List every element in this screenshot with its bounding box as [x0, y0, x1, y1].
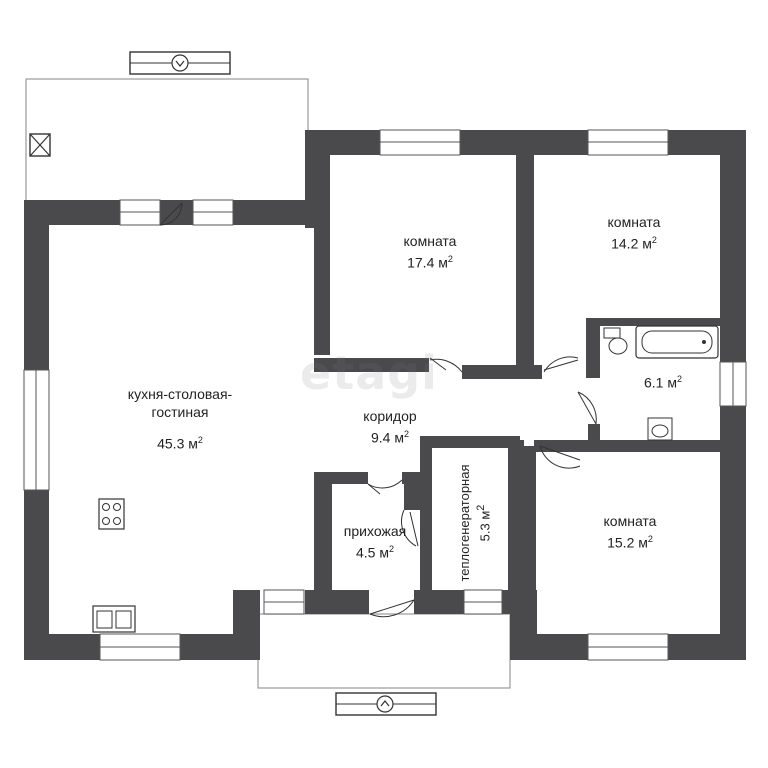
room14-area: 14.2 м2	[611, 235, 657, 252]
kitchen-area: 45.3 м2	[157, 435, 203, 452]
room15-area: 15.2 м2	[607, 534, 653, 551]
sink-icon	[92, 605, 136, 633]
corridor-name: коридор	[363, 408, 417, 424]
room17-name: комната	[403, 233, 457, 249]
room-label-hallway: прихожая 4.5 м2	[332, 522, 418, 562]
room-label-room-14: комната 14.2 м2	[584, 213, 684, 253]
room15-name: комната	[603, 513, 657, 529]
room-label-room-15: комната 15.2 м2	[580, 512, 680, 552]
entrance-arrow-icon	[171, 54, 189, 72]
room-label-kitchen: кухня-столовая- гостиная 45.3 м2	[120, 385, 240, 453]
vent-icon	[29, 133, 51, 157]
corridor-area: 9.4 м2	[371, 429, 409, 446]
room17-area: 17.4 м2	[407, 254, 453, 271]
room-label-bathroom: 6.1 м2	[628, 370, 698, 392]
terrace-top	[25, 78, 309, 203]
hallway-area: 4.5 м2	[356, 544, 394, 561]
boiler-area: 5.3 м2	[475, 504, 493, 542]
room-label-room-17: комната 17.4 м2	[380, 232, 480, 272]
entrance-bottom	[335, 692, 437, 716]
washbasin-icon	[647, 417, 673, 441]
stove-icon	[98, 498, 125, 530]
kitchen-name-line1: кухня-столовая-	[127, 386, 233, 402]
entrance-top	[129, 51, 231, 75]
watermark: etagi	[300, 346, 438, 400]
porch-bottom	[257, 613, 511, 689]
hallway-name: прихожая	[343, 523, 407, 539]
windows	[23, 129, 747, 661]
toilet-icon	[603, 327, 628, 355]
kitchen-name-line2: гостиная	[151, 404, 209, 420]
room-label-boiler: теплогенераторная 5.3 м2	[457, 453, 493, 593]
entrance-arrow-icon	[376, 695, 394, 713]
doors	[159, 202, 597, 618]
room14-name: комната	[607, 214, 661, 230]
bathroom-area: 6.1 м2	[644, 374, 682, 391]
bathtub-icon	[635, 325, 719, 359]
room-label-corridor: коридор 9.4 м2	[340, 407, 440, 447]
boiler-name: теплогенераторная	[457, 464, 472, 582]
